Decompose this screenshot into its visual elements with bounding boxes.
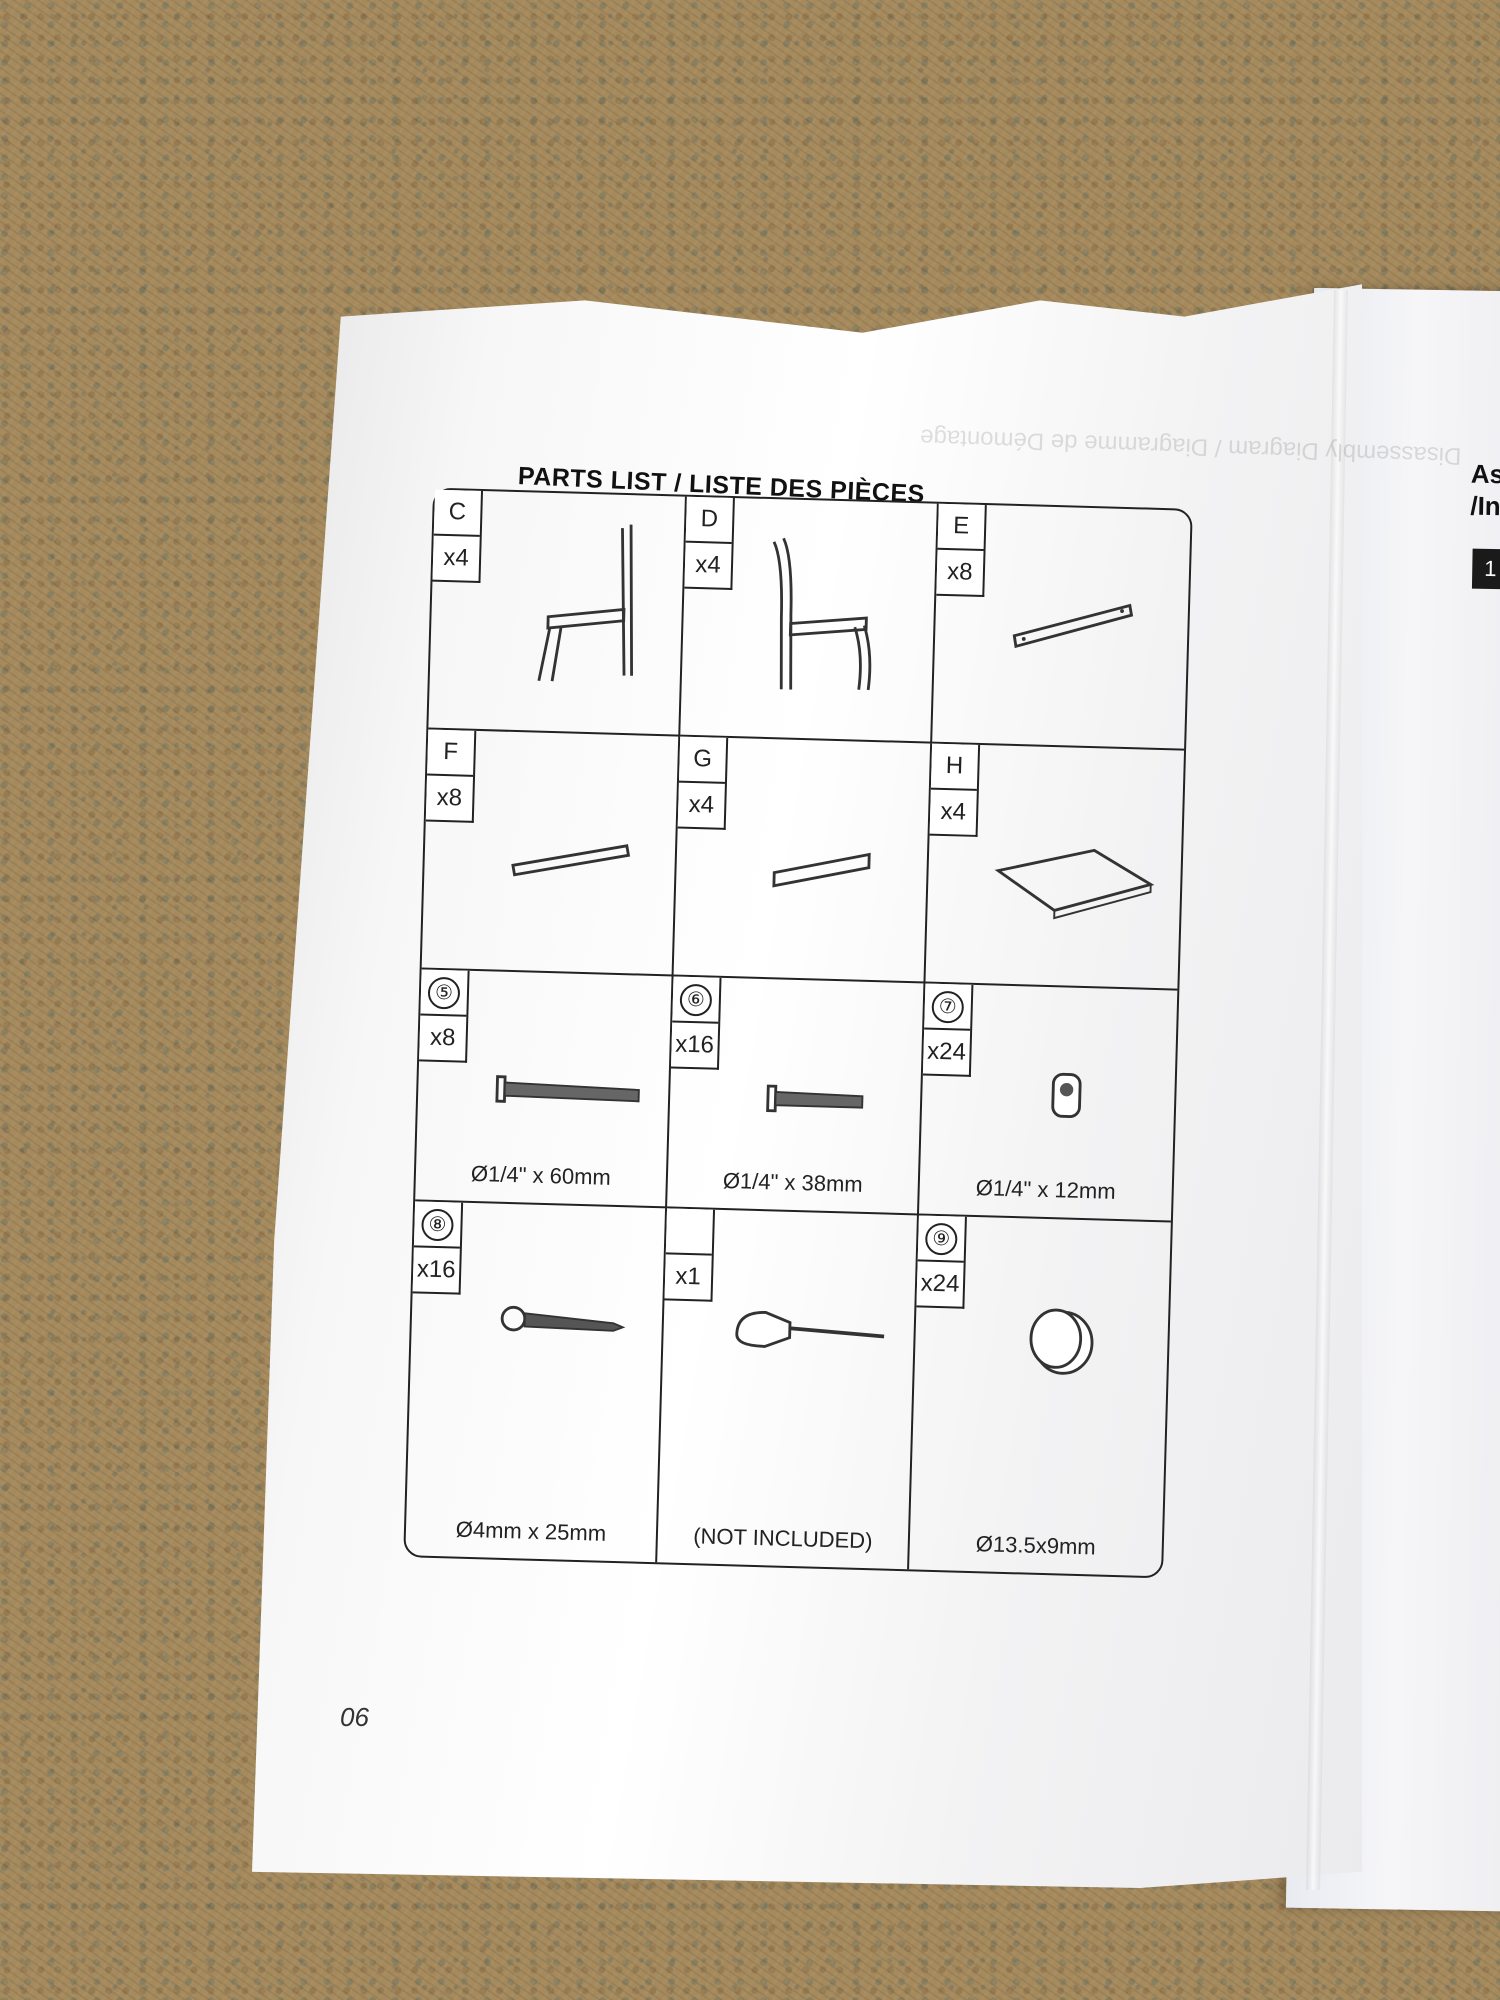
- part-quantity: x4: [688, 790, 715, 819]
- part-cell-e: E x8: [932, 503, 1191, 751]
- part-label: D x4: [684, 496, 735, 590]
- part-id: D: [685, 496, 733, 544]
- part-quantity: x4: [694, 550, 722, 579]
- part-label: ⑤ x8: [419, 969, 470, 1063]
- part-cell-c: C x4: [428, 489, 687, 737]
- rail-g-icon: [772, 852, 871, 888]
- part-label: F x8: [425, 729, 477, 823]
- part-quantity: x16: [674, 1030, 715, 1059]
- part-cell-h: H x4: [925, 743, 1185, 991]
- part-id: F: [427, 729, 475, 777]
- parts-grid: C x4 D x4 E x8 F x8: [403, 487, 1193, 1579]
- part-size-caption: Ø1/4" x 12mm: [975, 1175, 1116, 1204]
- part-label: C x4: [432, 489, 484, 583]
- part-cell-7: ⑦ x24 Ø1/4" x 12mm: [918, 983, 1178, 1223]
- wood-screw-icon: [500, 1305, 626, 1332]
- screwdriver-icon: [735, 1311, 885, 1348]
- part-label: ⑦ x24: [922, 983, 974, 1077]
- part-size-caption: Ø1/4" x 38mm: [722, 1167, 864, 1197]
- side-rail-e-icon: [1012, 603, 1134, 649]
- part-quantity: x16: [416, 1255, 456, 1284]
- part-id: E: [937, 503, 985, 551]
- part-quantity: x8: [429, 1023, 456, 1052]
- part-label: G x4: [677, 736, 729, 830]
- part-quantity: x8: [946, 557, 973, 586]
- part-label: H x4: [929, 743, 981, 837]
- page-number: 06: [340, 1702, 369, 1732]
- seat-panel-icon: [994, 848, 1155, 920]
- part-id: ⑦: [931, 990, 965, 1024]
- part-size-caption: Ø4mm x 25mm: [455, 1516, 607, 1546]
- part-cell-5: ⑤ x8 Ø1/4" x 60mm: [415, 969, 674, 1209]
- part-size-caption: Ø13.5x9mm: [975, 1531, 1097, 1560]
- adjacent-sheet-heading: As: [1470, 458, 1500, 490]
- part-label: ⑥ x16: [670, 976, 722, 1070]
- step-number-badge: 1: [1471, 548, 1500, 590]
- part-quantity: x1: [675, 1262, 702, 1291]
- chair-back-left-icon: [537, 524, 633, 682]
- part-label: ⑧ x16: [412, 1201, 464, 1295]
- part-cell-9: ⑨ x24 Ø13.5x9mm: [909, 1215, 1171, 1576]
- part-cell-8: ⑧ x16 Ø4mm x 25mm: [405, 1201, 668, 1563]
- chair-back-right-icon: [772, 537, 872, 691]
- part-cell-d: D x4: [680, 496, 939, 744]
- part-quantity: x4: [443, 543, 470, 572]
- part-id: ⑤: [427, 976, 461, 1010]
- part-quantity: x24: [920, 1269, 960, 1298]
- rail-f-icon: [511, 844, 631, 877]
- part-id: [665, 1208, 714, 1256]
- part-id: C: [433, 489, 482, 537]
- part-id: G: [678, 736, 727, 784]
- felt-pad-icon: [1029, 1308, 1094, 1375]
- adjacent-sheet-subheading: /Ins: [1470, 490, 1500, 522]
- part-id: ⑥: [679, 983, 713, 1017]
- part-id: ⑧: [421, 1208, 454, 1242]
- part-quantity: x4: [940, 797, 967, 826]
- part-cell-tool: x1 (NOT INCLUDED): [657, 1208, 919, 1570]
- part-id: H: [930, 743, 979, 791]
- part-cell-f: F x8: [421, 729, 681, 977]
- part-cell-g: G x4: [673, 736, 933, 984]
- part-quantity: x24: [926, 1037, 967, 1066]
- part-quantity: x8: [436, 783, 463, 812]
- part-cell-6: ⑥ x16 Ø1/4" x 38mm: [667, 976, 926, 1216]
- part-size-caption: Ø1/4" x 60mm: [470, 1160, 612, 1190]
- part-label: ⑨ x24: [916, 1215, 967, 1309]
- part-size-caption: (NOT INCLUDED): [692, 1523, 873, 1554]
- bolt-38mm-icon: [766, 1084, 864, 1113]
- part-id: ⑨: [924, 1222, 958, 1256]
- barrel-nut-icon: [1051, 1072, 1082, 1118]
- bolt-60mm-icon: [495, 1075, 640, 1103]
- part-label: E x8: [936, 503, 987, 598]
- part-label: x1: [664, 1208, 716, 1302]
